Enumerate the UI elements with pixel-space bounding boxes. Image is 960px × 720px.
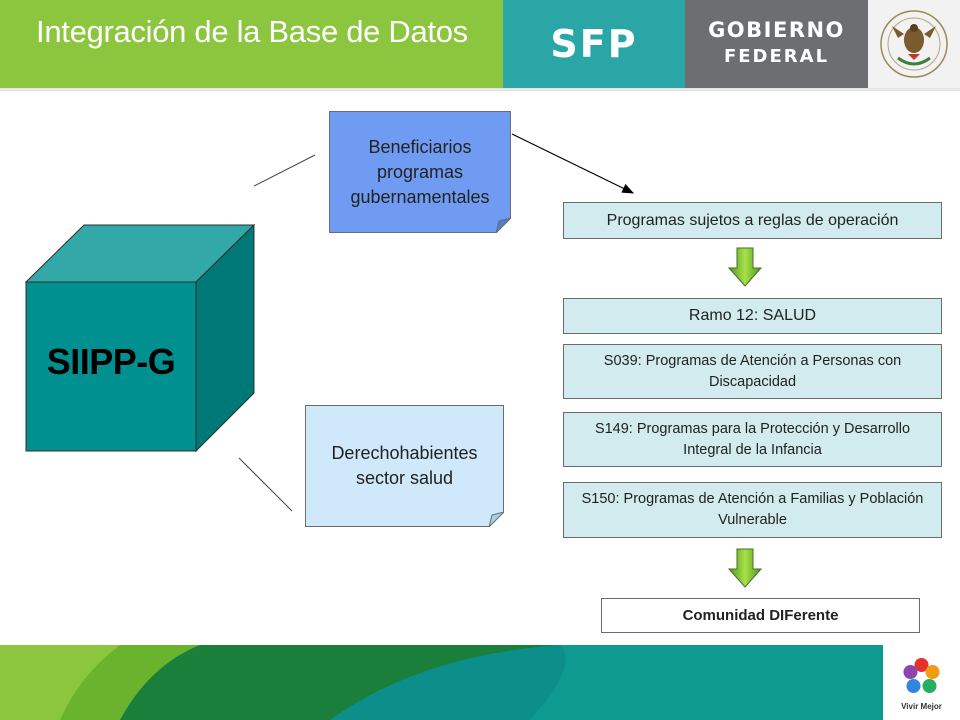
gobierno-federal-logo: GOBIERNO FEDERAL [685,0,868,88]
derechohabientes-box: Derechohabientes sector salud [305,405,504,527]
down-arrow-icon [727,247,763,287]
vivir-mejor-logo [883,645,960,720]
footer-band [0,645,960,720]
connector-arrow-programas [511,133,635,194]
sfp-logo: SFP [503,0,685,88]
vivir-mejor-text: Vivir Mejor [901,702,942,711]
beneficiarios-label: Beneficiarios programas gubernamentales [350,136,490,207]
folded-corner-icon [496,218,511,233]
sfp-logo-text: SFP [550,22,638,66]
federal-text: FEDERAL [723,46,830,67]
siipp-g-cube [24,223,256,453]
comunidad-diferente-box: Comunidad DIFerente [601,598,920,633]
s149-box: S149: Programas para la Protección y Des… [563,412,942,467]
beneficiarios-box: Beneficiarios programas gubernamentales [329,111,511,233]
s150-box: S150: Programas de Atención a Familias y… [563,482,942,538]
header-divider [0,88,960,91]
page-title: Integración de la Base de Datos [36,14,468,49]
gobierno-text: GOBIERNO [708,18,845,42]
ramo-12-box: Ramo 12: SALUD [563,298,942,334]
connector-line-derechohabientes [238,457,293,512]
vivir-mejor-flower-icon [903,658,940,693]
s039-box: S039: Programas de Atención a Personas c… [563,344,942,399]
programas-reglas-box: Programas sujetos a reglas de operación [563,202,942,239]
header-title-bar [0,0,503,88]
cube-label: SIIPP-G [46,341,176,382]
mexican-coat-of-arms-icon [868,0,960,88]
folded-corner-icon [489,512,504,527]
down-arrow-icon [727,548,763,588]
connector-line-beneficiarios [253,154,316,187]
derechohabientes-label: Derechohabientes sector salud [331,443,478,488]
